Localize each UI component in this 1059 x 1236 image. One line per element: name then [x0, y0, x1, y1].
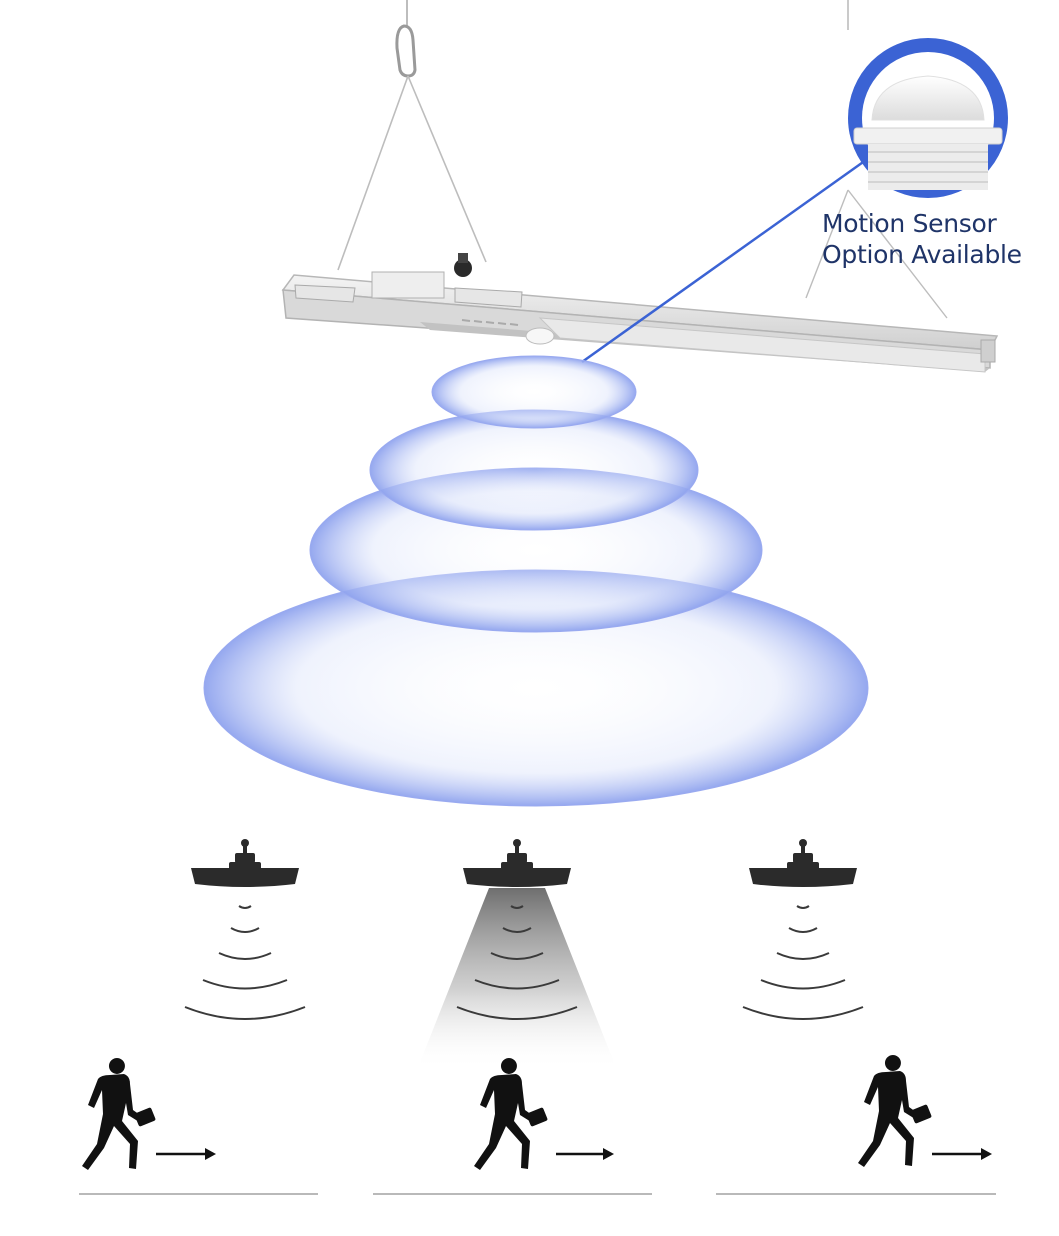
walker-left	[82, 1058, 216, 1170]
briefcase-icon	[910, 1104, 932, 1124]
sensor-waves-icon	[184, 905, 306, 1020]
hanging-hardware	[337, 0, 948, 319]
right-arrow-icon	[556, 1148, 614, 1160]
carabiner-hook-icon	[395, 24, 417, 78]
callout-line	[581, 158, 867, 364]
walker-right	[858, 1055, 992, 1167]
callout-line-2: Option Available	[822, 240, 1022, 269]
briefcase-icon	[134, 1107, 156, 1127]
walking-businessman-icon	[474, 1058, 539, 1170]
detection-zone-1	[431, 355, 637, 429]
sensor-waves-icon	[742, 905, 864, 1020]
right-arrow-icon	[156, 1148, 216, 1160]
motion-sensor-dome-icon	[848, 38, 1008, 198]
fixture-silhouette-icon	[463, 839, 571, 887]
scene-light-on-center	[417, 839, 617, 1070]
scene-light-off-left	[184, 839, 306, 1020]
light-beam	[417, 888, 617, 1070]
walking-businessman-icon	[82, 1058, 147, 1170]
walker-center	[474, 1058, 614, 1170]
sensor-dot-icon	[525, 327, 555, 345]
knob-icon	[454, 259, 472, 277]
briefcase-icon	[526, 1107, 548, 1127]
motion-sensor-callout: Motion Sensor Option Available	[822, 208, 1052, 270]
fixture-silhouette-icon	[749, 839, 857, 887]
callout-line-1: Motion Sensor	[822, 209, 997, 238]
sensor-waves-icon	[456, 905, 578, 1020]
fixture-silhouette-icon	[191, 839, 299, 887]
right-arrow-icon	[932, 1148, 992, 1160]
walking-businessman-icon	[858, 1055, 923, 1167]
scene-light-off-right	[742, 839, 864, 1020]
linear-high-bay-light-icon	[281, 253, 999, 373]
detection-zones	[203, 355, 869, 807]
